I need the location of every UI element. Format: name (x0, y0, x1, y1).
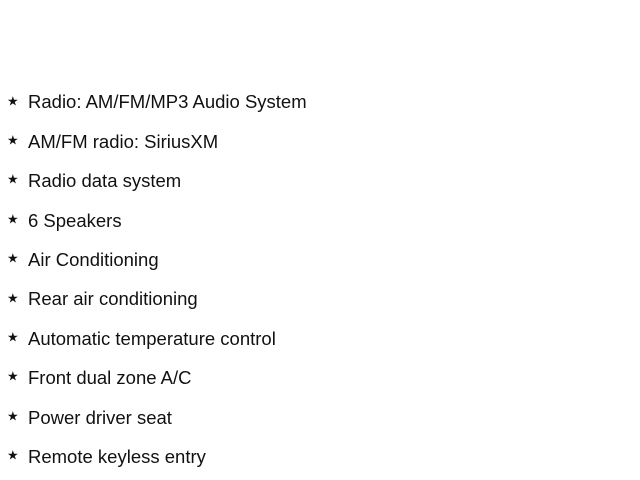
feature-label: Radio: AM/FM/MP3 Audio System (28, 91, 307, 113)
list-item: ★ Front dual zone A/C (0, 359, 640, 398)
feature-label: AM/FM radio: SiriusXM (28, 130, 219, 152)
feature-label: Automatic temperature control (28, 327, 276, 349)
list-item: ★ Automatic temperature control (0, 319, 640, 358)
feature-label: Air Conditioning (28, 249, 159, 270)
feature-label: 6 Speakers (28, 209, 122, 231)
feature-label: Front dual zone A/C (28, 367, 192, 389)
star-icon: ★ (7, 291, 19, 307)
list-item: ★ 6 Speakers (0, 201, 640, 240)
list-item: ★ Radio data system (0, 162, 640, 201)
list-item: ★ Remote keyless entry (0, 438, 640, 477)
star-icon: ★ (7, 172, 19, 188)
star-icon: ★ (7, 448, 19, 464)
star-icon: ★ (7, 212, 19, 228)
list-item: ★ Air Conditioning (0, 241, 640, 280)
feature-list: ★ Radio: AM/FM/MP3 Audio System ★ AM/FM … (0, 83, 640, 477)
list-item: ★ Radio: AM/FM/MP3 Audio System (0, 83, 640, 122)
list-item: ★ AM/FM radio: SiriusXM (0, 122, 640, 161)
star-icon: ★ (7, 330, 19, 346)
star-icon: ★ (7, 251, 19, 267)
feature-label: Power driver seat (28, 406, 172, 428)
star-icon: ★ (7, 133, 19, 149)
list-item: ★ Power driver seat (0, 398, 640, 437)
star-icon: ★ (7, 369, 19, 385)
feature-label: Rear air conditioning (28, 288, 198, 310)
list-item: ★ Rear air conditioning (0, 280, 640, 319)
star-icon: ★ (7, 94, 19, 110)
feature-label: Radio data system (28, 170, 182, 192)
star-icon: ★ (7, 409, 19, 425)
feature-label: Remote keyless entry (28, 445, 206, 467)
